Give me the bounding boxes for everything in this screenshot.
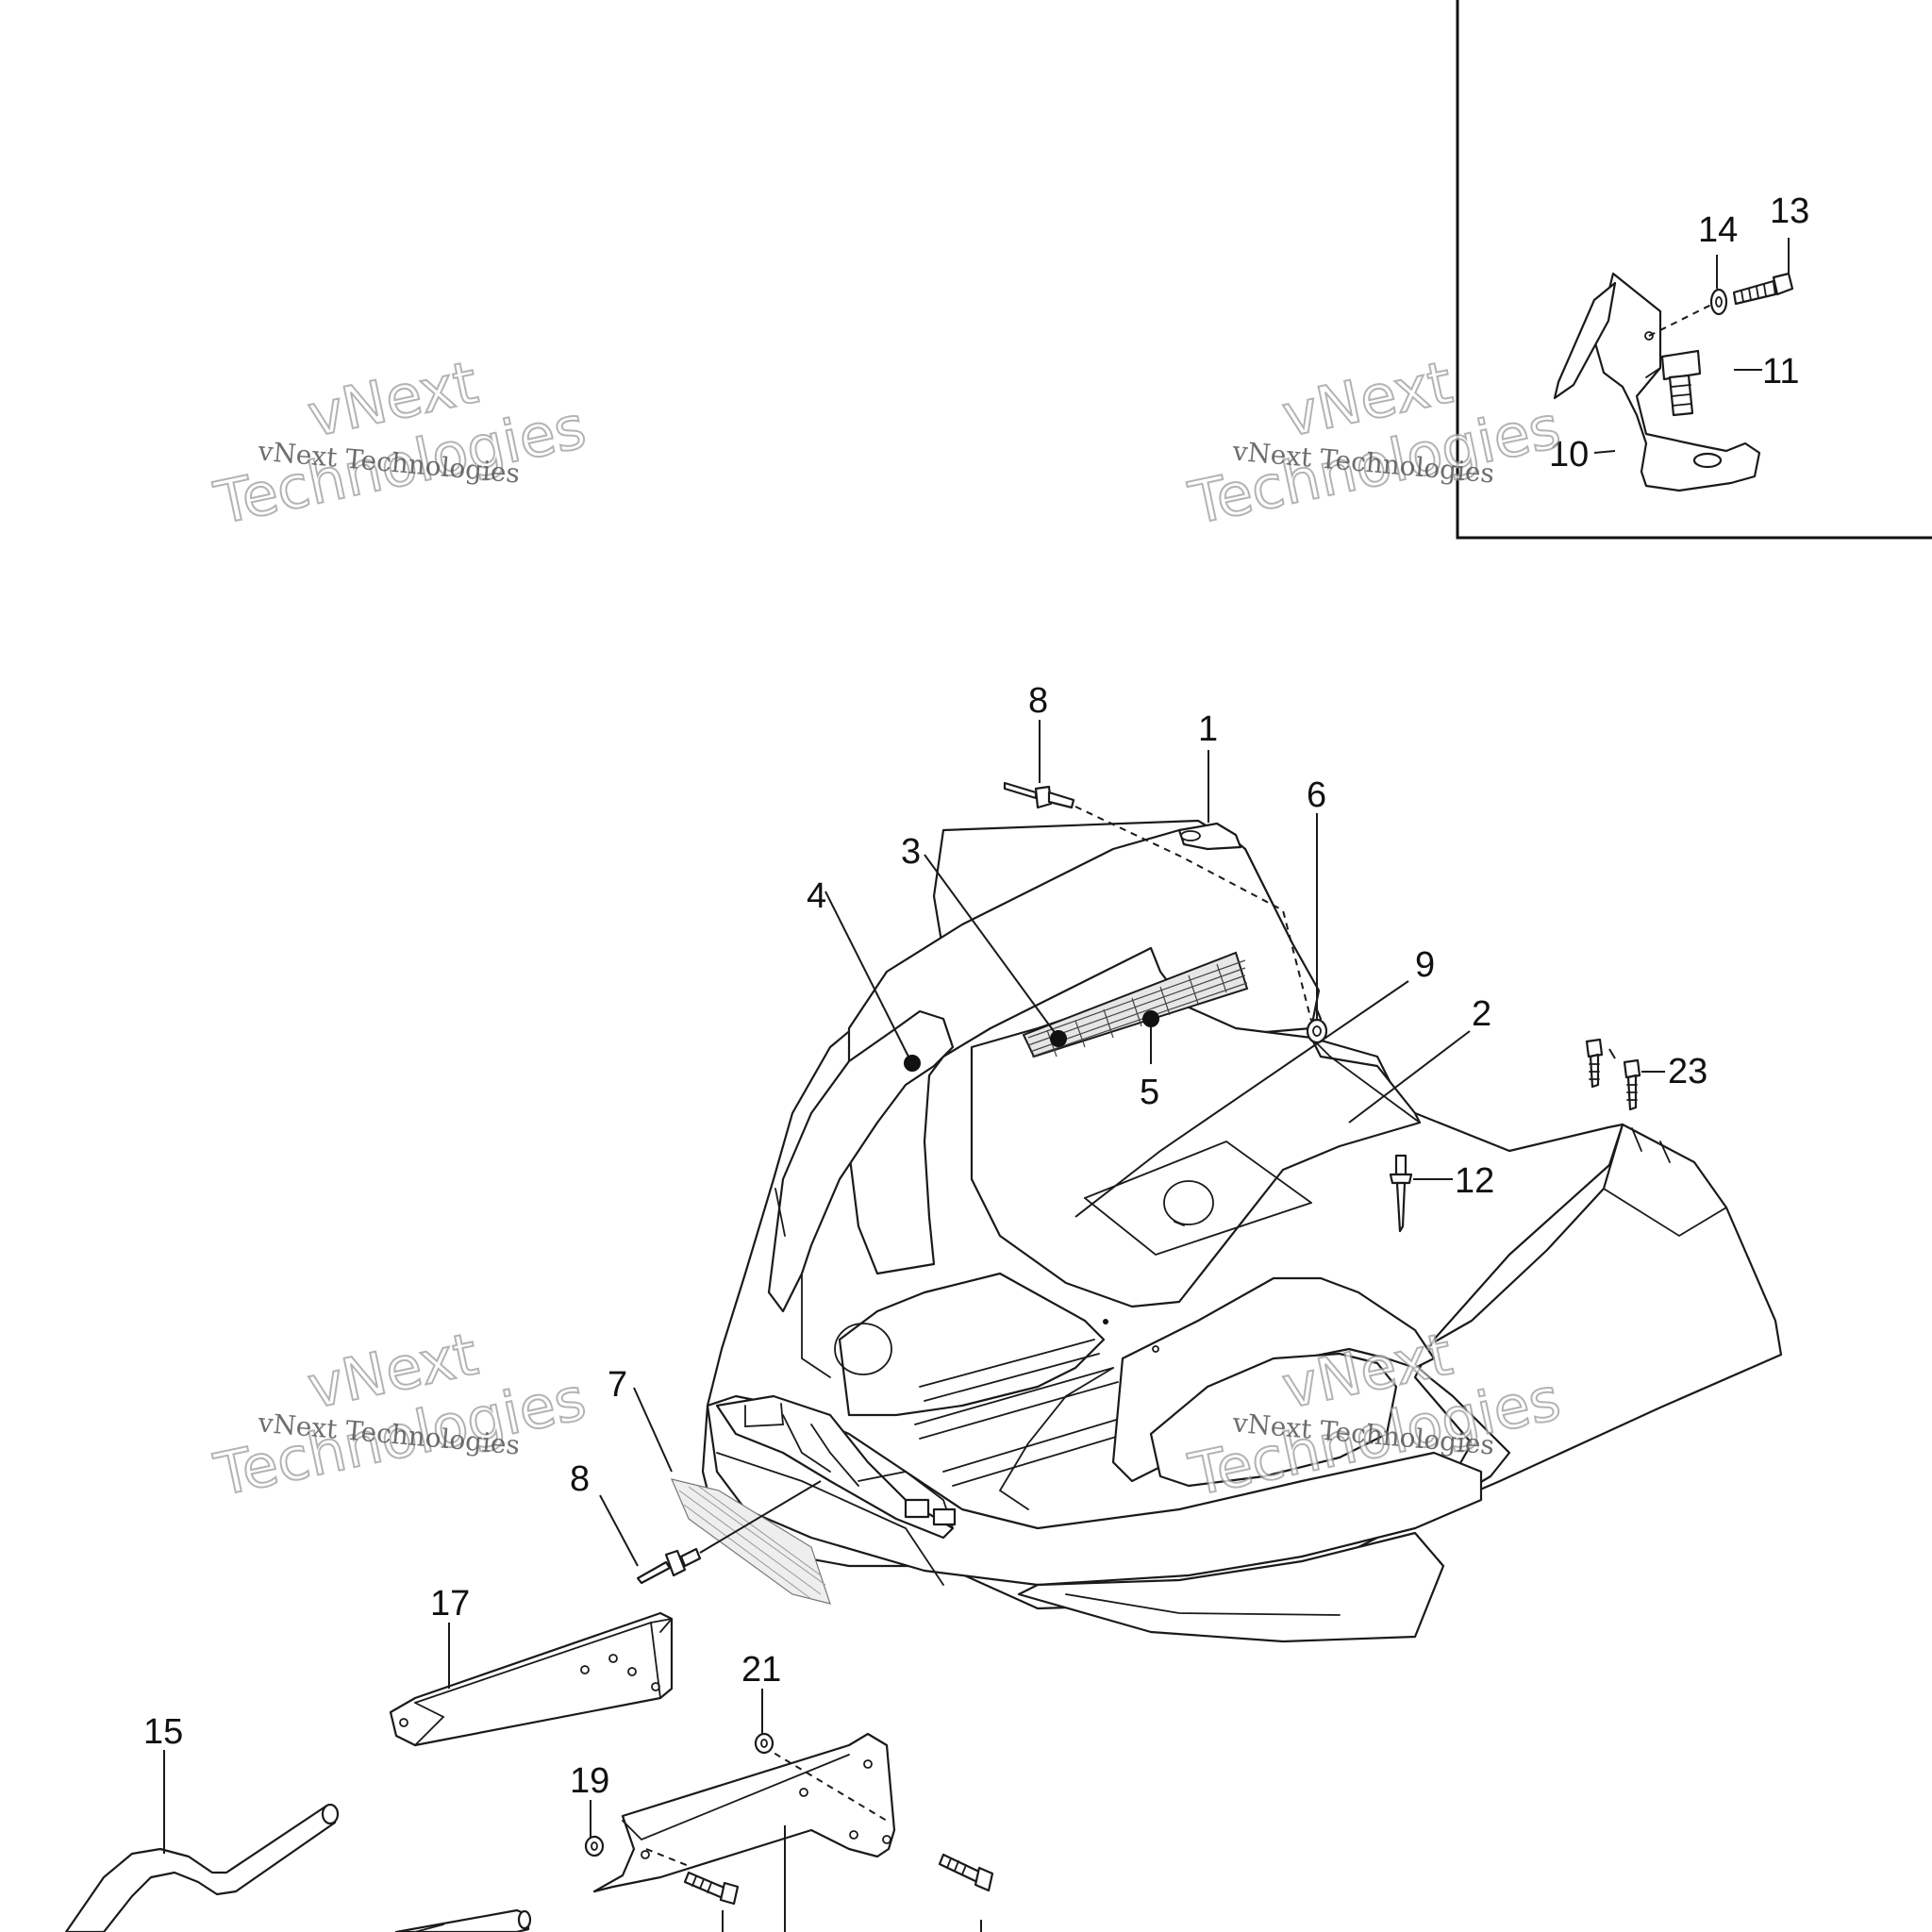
nut-19 [584, 1835, 605, 1857]
callout-1: 1 [1198, 709, 1218, 749]
callout-10: 10 [1549, 435, 1589, 475]
callout-19: 19 [570, 1761, 609, 1801]
bolt-lower-left [683, 1871, 740, 1906]
bolt-lower-right [938, 1853, 994, 1892]
callout-17: 17 [430, 1584, 470, 1624]
bracket-front [592, 1732, 896, 1893]
marker-dot-3 [1050, 1030, 1067, 1047]
callout-5: 5 [1140, 1073, 1159, 1112]
callout-23: 23 [1668, 1052, 1707, 1091]
bolt-11 [1660, 349, 1702, 417]
callout-14: 14 [1698, 210, 1738, 250]
watermark-top-left: vNext Technologies vNext Technologies [208, 347, 592, 540]
nut-21 [754, 1732, 774, 1755]
callout-6: 6 [1307, 775, 1326, 815]
screws-23 [1585, 1038, 1641, 1111]
bumper-handle-15 [64, 1803, 532, 1932]
callout-7: 7 [608, 1365, 627, 1405]
screw-13 [1732, 272, 1794, 306]
leader-lines [163, 720, 1665, 1932]
bracket-10 [1553, 272, 1761, 492]
mesh-screen-7 [670, 1478, 831, 1605]
washer-14 [1709, 288, 1728, 316]
callout-21: 21 [741, 1650, 781, 1690]
rivet-12 [1389, 1154, 1413, 1233]
callout-8-top: 8 [1028, 681, 1048, 721]
callout-3: 3 [901, 832, 921, 872]
callout-9: 9 [1415, 945, 1435, 985]
rivet-8-lower [636, 1547, 702, 1585]
marker-dot-4 [904, 1055, 921, 1072]
watermark-top-right: vNext Technologies vNext Technologies [1182, 347, 1567, 540]
watermark-bottom-left: vNext Technologies vNext Technologies [208, 1319, 592, 1511]
callout-2: 2 [1472, 994, 1491, 1034]
callout-13: 13 [1770, 192, 1809, 231]
nose-pan-1 [701, 819, 1783, 1643]
rivet-8-top [1003, 781, 1075, 809]
marker-dot-5 [1142, 1010, 1159, 1027]
callout-4: 4 [807, 876, 826, 916]
bracket-17 [389, 1611, 674, 1747]
callout-11: 11 [1762, 352, 1799, 391]
callout-15: 15 [143, 1712, 183, 1752]
callout-12: 12 [1455, 1161, 1494, 1201]
washer-6 [1306, 1018, 1328, 1044]
callout-8-lower: 8 [570, 1459, 590, 1499]
inset-box: 14 13 11 10 [1456, 0, 1932, 540]
